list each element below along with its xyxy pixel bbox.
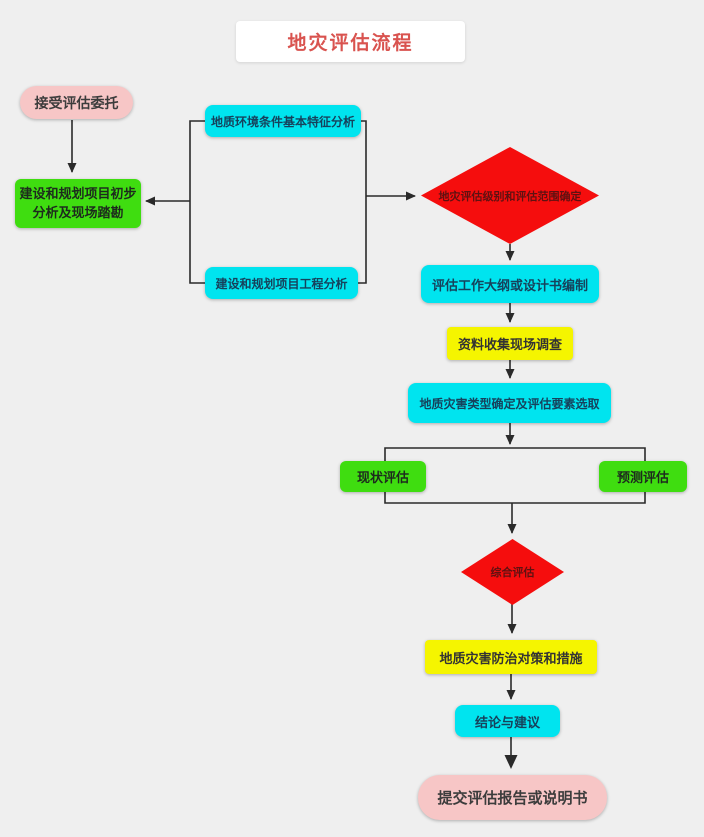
node-data-collection-field-survey: 资料收集现场调查: [447, 327, 573, 360]
decision-comprehensive-assessment: 综合评估: [461, 539, 564, 605]
node-prevention-measures: 地质灾害防治对策和措施: [425, 640, 597, 674]
node-work-outline-design: 评估工作大纲或设计书编制: [421, 265, 599, 303]
node-project-engineering-analysis: 建设和规划项目工程分析: [205, 267, 358, 299]
page-title: 地灾评估流程: [287, 33, 414, 54]
decision-assessment-level-scope: 地灾评估级别和评估范围确定: [421, 147, 599, 244]
node-prediction-assessment: 预测评估: [599, 461, 687, 492]
node-initial-analysis-site-survey: 建设和规划项目初步分析及现场踏勘: [15, 179, 141, 228]
node-hazard-type-element-selection: 地质灾害类型确定及评估要素选取: [408, 383, 611, 423]
node-geo-environment-analysis: 地质环境条件基本特征分析: [205, 105, 361, 137]
node-current-status-assessment: 现状评估: [340, 461, 426, 492]
title-card: 地灾评估流程: [236, 21, 465, 62]
node-conclusion-suggestions: 结论与建议: [455, 705, 560, 737]
node-start-accept-commission: 接受评估委托: [20, 86, 133, 119]
node-end-submit-report: 提交评估报告或说明书: [418, 775, 607, 820]
